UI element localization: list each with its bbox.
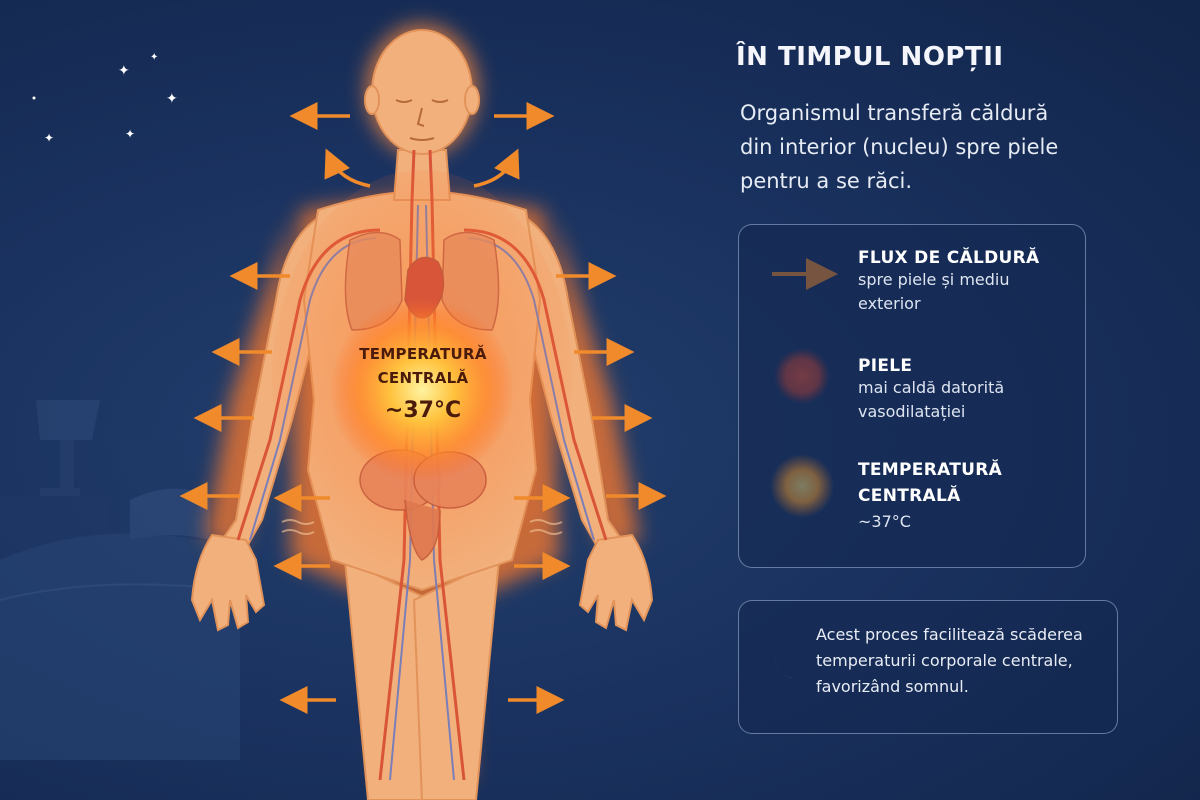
intro-text: Organismul transferă căldură din interio…	[740, 96, 1160, 198]
intro-line: Organismul transferă căldură	[740, 101, 1049, 125]
legend-title: FLUX DE CĂLDURĂ	[858, 248, 1040, 268]
core-temperature-label: TEMPERATURĂ CENTRALĂ ~37°C	[330, 342, 516, 423]
core-label-line2: CENTRALĂ	[377, 369, 469, 387]
moon-icon	[79, 52, 112, 105]
heat-waves	[281, 519, 563, 535]
sleep-note-panel	[738, 600, 1118, 734]
intro-line: din interior (nucleu) spre piele	[740, 135, 1059, 159]
bedroom-background	[0, 400, 240, 760]
note-line: Acest proces facilitează scăderea	[816, 625, 1083, 644]
note-line: favorizând somnul.	[816, 677, 969, 696]
intro-line: pentru a se răci.	[740, 169, 913, 193]
svg-text:✦: ✦	[166, 91, 178, 107]
legend-item-heat-flow: FLUX DE CĂLDURĂ spre piele și mediu exte…	[858, 248, 1039, 316]
svg-text:✦: ✦	[125, 127, 135, 141]
legend-desc: vasodilatației	[858, 402, 966, 421]
core-glow	[330, 298, 514, 482]
legend-desc: exterior	[858, 294, 921, 313]
legend-desc: ~37°C	[858, 512, 911, 531]
page-title: ÎN TIMPUL NOPȚII	[736, 42, 1004, 72]
legend-desc: spre piele și mediu	[858, 270, 1010, 289]
heat-arrows	[179, 102, 667, 714]
legend-item-skin: PIELE mai caldă datorită vasodilatației	[858, 356, 1004, 424]
legend-desc: mai caldă datorită	[858, 378, 1005, 397]
core-label-value: ~37°C	[384, 398, 462, 423]
night-sky: ✦ ✦ ✦ ✦ ✦	[32, 52, 178, 145]
legend-title: CENTRALĂ	[858, 486, 961, 506]
legend-panel	[738, 224, 1086, 568]
svg-text:✦: ✦	[150, 52, 158, 63]
legend-title: TEMPERATURĂ	[858, 460, 1003, 480]
sleep-note-text: Acest proces facilitează scăderea temper…	[816, 622, 1106, 700]
legend-title: PIELE	[858, 356, 913, 376]
svg-text:✦: ✦	[44, 131, 54, 145]
svg-text:✦: ✦	[118, 63, 130, 79]
legend-item-core-temperature: TEMPERATURĂ CENTRALĂ ~37°C	[858, 460, 1002, 534]
face	[395, 99, 449, 141]
core-label-line1: TEMPERATURĂ	[359, 345, 487, 363]
note-line: temperaturii corporale centrale,	[816, 651, 1073, 670]
